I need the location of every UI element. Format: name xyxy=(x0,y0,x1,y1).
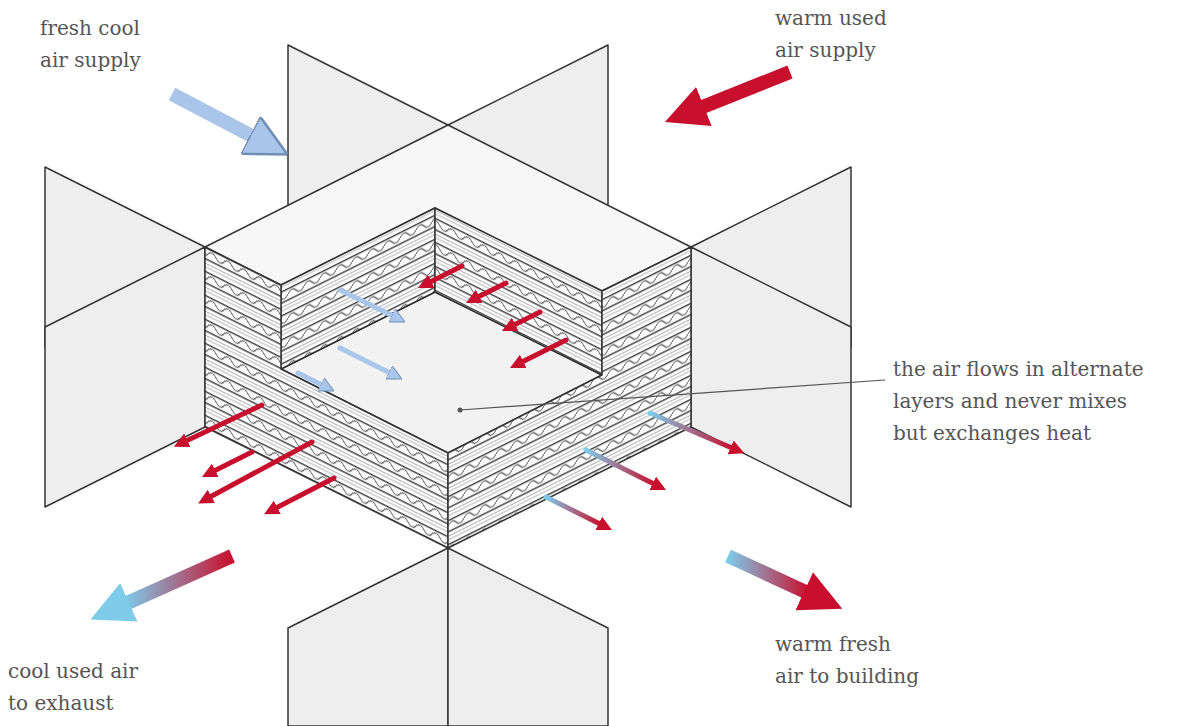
warming-flow-arrow xyxy=(546,497,600,524)
fresh-air-arrow xyxy=(172,94,254,137)
building-supply-arrow xyxy=(728,556,808,593)
leader-line xyxy=(460,380,885,410)
warm-flow-arrow xyxy=(210,442,312,497)
annotation-label: warm fresh air to building xyxy=(775,628,922,692)
duct-wall xyxy=(45,247,205,507)
leader-dot xyxy=(458,408,463,413)
duct-walls-front xyxy=(288,548,608,726)
warm-flow-arrow xyxy=(514,312,540,325)
warm-flow-arrow xyxy=(430,266,462,282)
duct-walls-back xyxy=(45,45,851,507)
exhaust-arrow xyxy=(125,556,232,604)
warming-flow-arrow xyxy=(650,413,732,448)
supply-exhaust-arrows xyxy=(125,72,808,604)
front-right-layers xyxy=(448,247,691,548)
warm-flow-arrow xyxy=(214,452,252,471)
annotation-label: warm used air supply xyxy=(775,2,889,66)
annotation-label: the air flows in alternate layers and ne… xyxy=(893,353,1146,449)
annotation-label: cool used air to exhaust xyxy=(8,655,141,719)
used-air-arrow xyxy=(700,72,790,108)
warm-flow-arrow xyxy=(522,340,566,362)
annotation-label: fresh cool air supply xyxy=(40,12,143,76)
exchanger-core xyxy=(205,125,691,548)
warming-flow-arrow xyxy=(586,450,654,484)
warm-flow-arrow xyxy=(276,478,334,508)
warm-flow-arrow xyxy=(186,405,262,441)
warm-flow-arrow xyxy=(478,283,506,297)
inner-wall-layers xyxy=(435,208,602,375)
cool-flow-arrow xyxy=(340,290,393,316)
cool-flow-arrow xyxy=(298,373,322,385)
cool-flow-arrow xyxy=(340,348,390,373)
duct-wall xyxy=(691,247,851,507)
duct-wall xyxy=(288,548,448,726)
leader-line xyxy=(458,380,886,413)
front-left-layers xyxy=(205,247,448,548)
small-flow-arrows xyxy=(186,266,732,524)
duct-wall xyxy=(448,548,608,726)
inner-wall-layers xyxy=(281,208,435,369)
